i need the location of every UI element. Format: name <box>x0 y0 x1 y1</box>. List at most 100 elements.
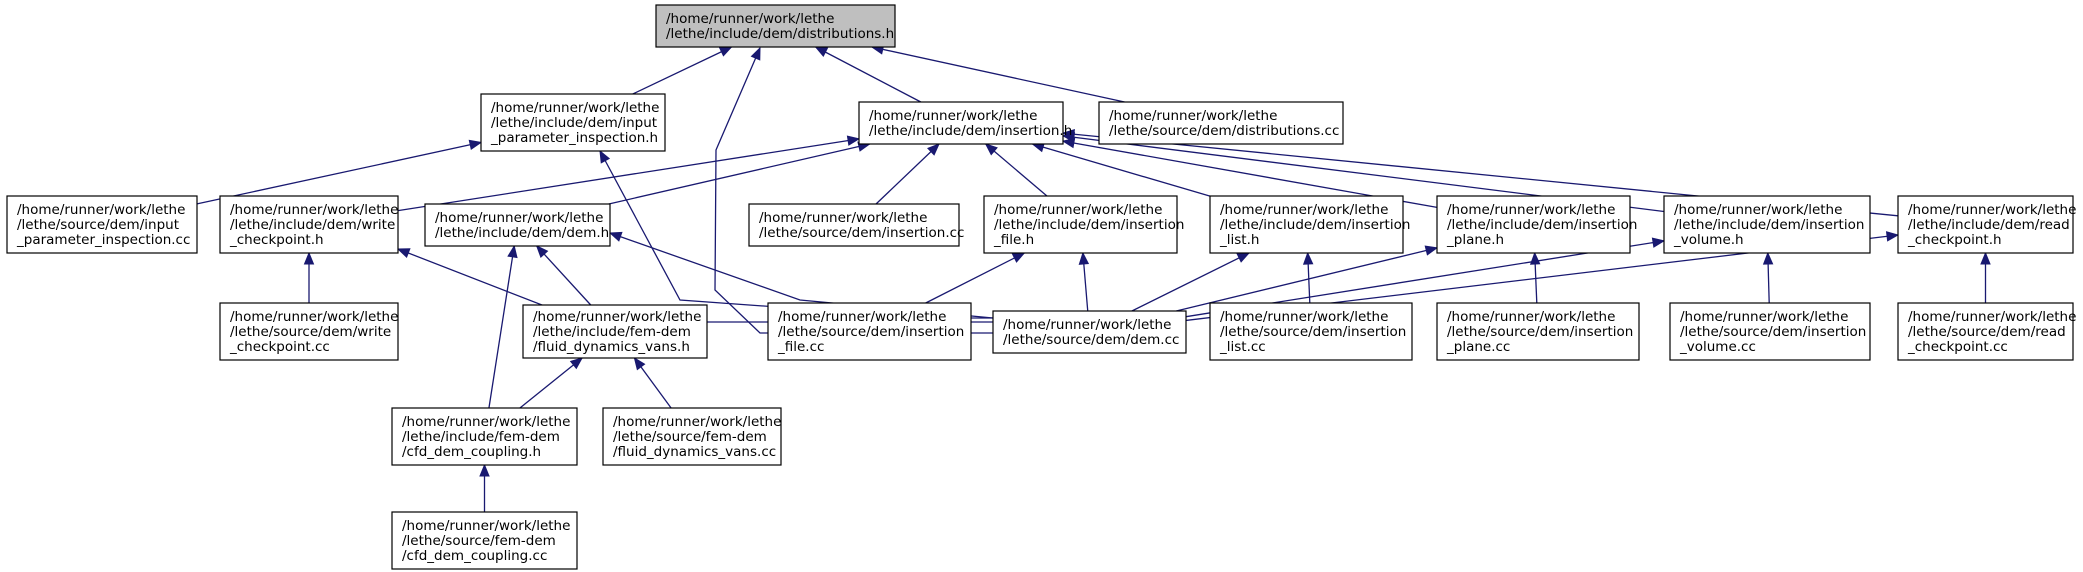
node-box <box>219 195 399 254</box>
node-insertion-list-cc[interactable]: /home/runner/work/lethe/lethe/source/dem… <box>1209 302 1413 361</box>
node-label-line: /home/runner/work/lethe <box>230 309 398 325</box>
edge-fluid-dynamics-vans-h-to-dem-h <box>536 245 592 306</box>
node-label-line: /lethe/source/dem/insertion <box>1220 324 1406 340</box>
node-label-line: /lethe/source/dem/distributions.cc <box>1109 123 1339 139</box>
node-label-line: _file.cc <box>777 339 824 355</box>
node-label-line: _checkpoint.h <box>229 232 324 248</box>
node-box <box>391 511 578 570</box>
arrowhead <box>569 357 584 370</box>
node-label-line: /home/runner/work/lethe <box>666 11 834 27</box>
node-read-checkpoint-h[interactable]: /home/runner/work/lethe/lethe/include/de… <box>1897 195 2076 254</box>
arrowhead <box>1762 251 1774 265</box>
node-dem-h[interactable]: /home/runner/work/lethe/lethe/include/de… <box>424 203 611 247</box>
node-write-checkpoint-cc[interactable]: /home/runner/work/lethe/lethe/source/dem… <box>219 302 399 361</box>
node-label-line: /lethe/include/dem/distributions.h <box>666 26 894 42</box>
node-write-checkpoint-h[interactable]: /home/runner/work/lethe/lethe/include/de… <box>219 195 399 254</box>
node-label-line: /home/runner/work/lethe <box>1003 317 1171 333</box>
node-label-line: /home/runner/work/lethe <box>533 309 701 325</box>
edge-insertion-cc-to-insertion-h <box>875 143 940 205</box>
node-cfd-dem-coupling-cc[interactable]: /home/runner/work/lethe/lethe/source/fem… <box>391 511 578 570</box>
node-label-line: _checkpoint.cc <box>1907 339 2008 355</box>
arrowhead <box>1529 251 1541 265</box>
node-insertion-list-h[interactable]: /home/runner/work/lethe/lethe/include/de… <box>1209 195 1410 254</box>
node-fluid-dynamics-vans-h[interactable]: /home/runner/work/lethe/lethe/include/fe… <box>522 304 708 359</box>
node-label-line: /lethe/include/dem/insertion <box>1220 217 1410 233</box>
node-label-line: /home/runner/work/lethe <box>1447 202 1615 218</box>
node-label-line: /home/runner/work/lethe <box>613 414 781 430</box>
node-box <box>391 407 578 466</box>
node-label-line: /home/runner/work/lethe <box>17 202 185 218</box>
node-insertion-plane-cc[interactable]: /home/runner/work/lethe/lethe/source/dem… <box>1436 302 1640 361</box>
node-insertion-h[interactable]: /home/runner/work/lethe/lethe/include/de… <box>858 101 1072 145</box>
node-label-line: /lethe/include/fem-dem <box>402 429 560 445</box>
node-input-parameter-inspection-h[interactable]: /home/runner/work/lethe/lethe/include/de… <box>480 93 666 152</box>
node-label-line: /fluid_dynamics_vans.h <box>533 339 690 355</box>
node-insertion-cc[interactable]: /home/runner/work/lethe/lethe/source/dem… <box>748 203 964 247</box>
node-dem-cc[interactable]: /home/runner/work/lethe/lethe/source/dem… <box>992 310 1187 354</box>
node-label-line: /home/runner/work/lethe <box>994 202 1162 218</box>
node-label-line: /home/runner/work/lethe <box>869 108 1037 124</box>
node-label-line: _list.cc <box>1219 339 1266 355</box>
arrowhead <box>718 46 733 57</box>
node-label-line: /lethe/source/fem-dem <box>402 533 556 549</box>
arrowhead <box>1424 245 1439 256</box>
edge-cfd-dem-coupling-h-to-fluid-dynamics-vans-h <box>519 357 583 409</box>
node-label-line: /home/runner/work/lethe <box>435 210 603 226</box>
node-label-line: _volume.h <box>1673 232 1744 248</box>
node-insertion-plane-h[interactable]: /home/runner/work/lethe/lethe/include/de… <box>1436 195 1637 254</box>
edge-cfd-dem-coupling-h-to-dem-h <box>488 245 515 409</box>
node-box <box>858 101 1064 145</box>
node-box <box>602 407 782 466</box>
node-label-line: /home/runner/work/lethe <box>1109 108 1277 124</box>
node-insertion-file-cc[interactable]: /home/runner/work/lethe/lethe/source/dem… <box>767 302 972 361</box>
node-box <box>1897 302 2074 361</box>
node-label-line: /lethe/source/dem/insertion.cc <box>759 225 964 241</box>
node-box <box>424 203 611 247</box>
node-fluid-dynamics-vans-cc[interactable]: /home/runner/work/lethe/lethe/source/fem… <box>602 407 782 466</box>
node-label-line: /home/runner/work/lethe <box>759 210 927 226</box>
node-read-checkpoint-cc[interactable]: /home/runner/work/lethe/lethe/source/dem… <box>1897 302 2076 361</box>
edge-dem-cc-to-insertion-plane-h <box>1176 247 1438 312</box>
node-label-line: /lethe/include/fem-dem <box>533 324 691 340</box>
edge-dem-h-to-insertion-h <box>608 143 870 205</box>
node-label-line: /home/runner/work/lethe <box>491 100 659 116</box>
arrowhead <box>599 149 611 164</box>
node-box <box>6 195 198 254</box>
node-label-line: /lethe/include/dem/dem.h <box>435 225 609 241</box>
node-label-line: /lethe/include/dem/read <box>1908 217 2070 233</box>
node-input-parameter-inspection-cc[interactable]: /home/runner/work/lethe/lethe/source/dem… <box>6 195 198 254</box>
arrowhead <box>750 46 761 61</box>
node-cfd-dem-coupling-h[interactable]: /home/runner/work/lethe/lethe/include/fe… <box>391 407 578 466</box>
node-box <box>1897 195 2074 254</box>
arrowhead <box>846 135 861 146</box>
edge-input-parameter-inspection-cc-to-input-parameter-inspection-h <box>196 141 482 205</box>
node-box <box>992 310 1187 354</box>
arrowhead <box>927 143 940 156</box>
node-label-line: /lethe/source/dem/insertion <box>1447 324 1633 340</box>
nodes-layer: /home/runner/work/lethe/lethe/include/de… <box>6 4 2076 570</box>
node-distributions-cc[interactable]: /home/runner/work/lethe/lethe/source/dem… <box>1098 101 1344 145</box>
node-distributions-h[interactable]: /home/runner/work/lethe/lethe/include/de… <box>655 4 896 48</box>
node-label-line: /lethe/include/dem/input <box>491 115 657 131</box>
node-insertion-file-h[interactable]: /home/runner/work/lethe/lethe/include/de… <box>983 195 1184 254</box>
arrowhead <box>303 251 315 265</box>
node-label-line: _checkpoint.h <box>1907 232 2002 248</box>
node-label-line: /lethe/source/dem/insertion <box>1680 324 1866 340</box>
node-label-line: /home/runner/work/lethe <box>230 202 398 218</box>
node-box <box>1436 302 1640 361</box>
node-label-line: _checkpoint.cc <box>229 339 330 355</box>
node-box <box>480 93 666 152</box>
node-label-line: _list.h <box>1219 232 1259 248</box>
node-label-line: _plane.h <box>1446 232 1504 248</box>
node-insertion-volume-cc[interactable]: /home/runner/work/lethe/lethe/source/dem… <box>1669 302 1871 361</box>
edge-insertion-file-h-to-insertion-h <box>985 143 1048 197</box>
edge-dem-cc-to-insertion-list-h <box>1131 252 1250 312</box>
node-box <box>1436 195 1631 254</box>
node-label-line: _parameter_inspection.h <box>490 130 658 146</box>
edge-insertion-file-cc-to-insertion-file-h <box>925 252 1025 304</box>
node-label-line: /lethe/source/dem/insertion <box>778 324 964 340</box>
node-insertion-volume-h[interactable]: /home/runner/work/lethe/lethe/include/de… <box>1663 195 1871 254</box>
edge-distributions-cc-to-distributions-h <box>871 46 1125 103</box>
node-label-line: /lethe/source/dem/write <box>230 324 391 340</box>
arrowhead <box>814 46 829 57</box>
